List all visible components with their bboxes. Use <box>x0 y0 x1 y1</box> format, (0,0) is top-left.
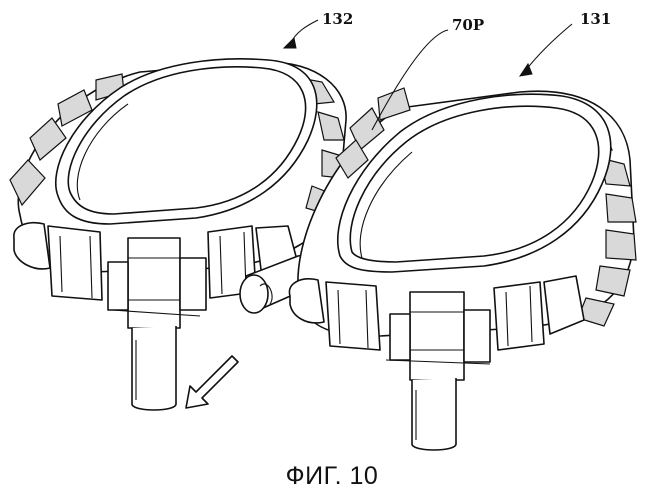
label-70P: 70P <box>452 16 484 34</box>
omni-wheels-drawing: 132 70P 131 <box>0 0 664 460</box>
wheel-assembly-132 <box>10 59 346 410</box>
arrow-head-132 <box>284 38 296 48</box>
axle-left <box>132 326 176 410</box>
direction-arrow <box>186 356 238 408</box>
figure-caption: ФИГ. 10 <box>0 462 664 491</box>
axle-right <box>412 378 456 450</box>
arrow-head-131 <box>520 64 532 76</box>
label-131: 131 <box>580 10 611 28</box>
label-132: 132 <box>322 10 353 28</box>
